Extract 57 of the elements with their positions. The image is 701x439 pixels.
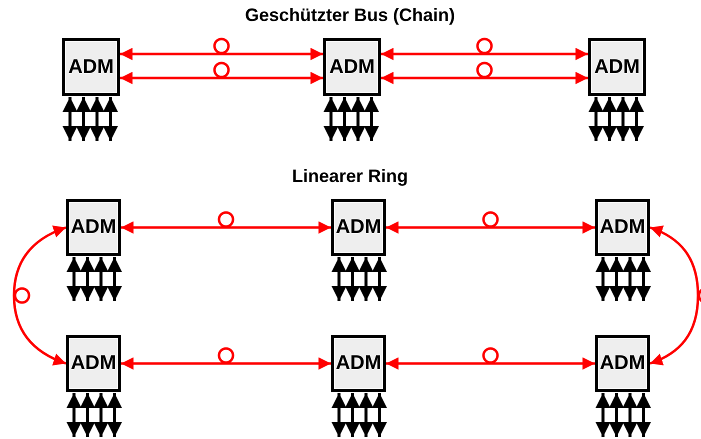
tributary-arrow [358,257,374,301]
tributary-arrow [602,97,617,141]
node-box: ADM [331,199,386,256]
tributary-arrow [609,393,624,437]
tributary-arrow [350,97,366,141]
node-box: ADM [595,335,650,392]
tributary-arrow [94,257,108,301]
tributary-arrow [80,393,95,437]
tributary-arrow [609,257,624,301]
tributary-arrow [107,393,122,437]
fiber-link-arrow [121,347,331,370]
tributary-arrow [66,257,82,301]
node-box: ADM [66,199,121,256]
fiber-link-arrow [650,226,701,366]
tributary-arrow [364,97,379,141]
fiber-link-arrow [120,38,323,60]
tributary-arrow [596,393,610,437]
section-heading: Geschützter Bus (Chain) [244,5,456,26]
tributary-arrow [103,97,118,141]
tributary-arrow [358,393,374,437]
tributary-arrow [596,257,610,301]
tributary-arrow [337,97,352,141]
fiber-link-arrow [381,62,588,84]
tributary-arrow [80,257,95,301]
tributary-arrow [107,257,122,301]
fiber-link-arrow [386,211,595,234]
section-heading: Linearer Ring [292,166,408,187]
tributary-arrow [90,97,104,141]
tributary-arrow [345,257,360,301]
tributary-arrow [636,393,651,437]
fiber-link-arrow [121,211,331,234]
node-box: ADM [66,335,121,392]
tributary-arrow [372,393,387,437]
tributary-arrow [622,393,638,437]
tributary-arrow [332,257,346,301]
tributary-arrow [616,97,630,141]
tributary-arrow [345,393,360,437]
tributary-arrow [94,393,108,437]
node-box: ADM [62,38,120,96]
tributary-arrow [66,393,82,437]
node-box: ADM [588,38,646,96]
tributary-arrow [629,97,644,141]
tributary-arrow [62,97,78,141]
tributary-arrow [332,393,346,437]
tributary-arrow [372,257,387,301]
node-box: ADM [331,335,386,392]
tributary-arrow [636,257,651,301]
node-box: ADM [595,199,650,256]
tributary-arrow [588,97,604,141]
fiber-link-arrow [386,347,595,370]
tributary-arrow [76,97,91,141]
node-box: ADM [323,38,381,96]
tributary-arrow [324,97,338,141]
fiber-link-arrow [120,62,323,84]
fiber-link-arrow [381,38,588,60]
tributary-arrow [622,257,638,301]
fiber-link-arrow [12,226,66,366]
